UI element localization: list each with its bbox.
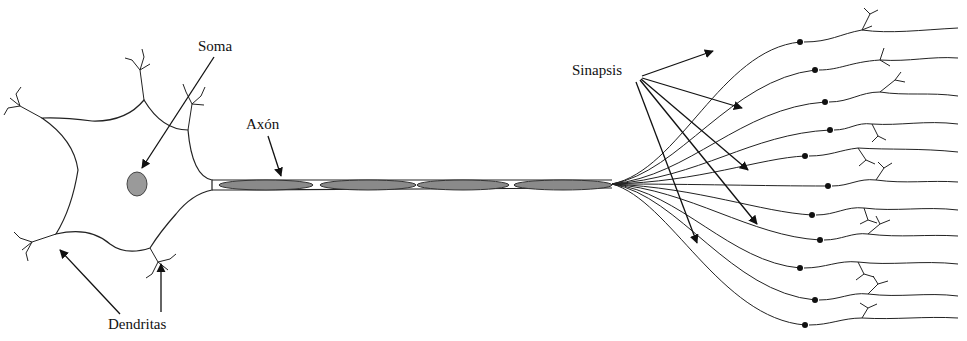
axon-terminals xyxy=(612,42,830,325)
target-dendrites xyxy=(804,8,958,325)
myelin-sheath xyxy=(219,180,612,190)
axon xyxy=(212,180,612,190)
leader-arrows xyxy=(60,51,757,314)
synaptic-boutons xyxy=(797,39,833,328)
nucleus xyxy=(127,172,147,196)
dendrite-twigs xyxy=(4,49,205,278)
part-label: Dendritas xyxy=(108,316,166,333)
part-label: Soma xyxy=(198,38,232,55)
part-label: Axón xyxy=(246,116,279,133)
part-label: Sinapsis xyxy=(572,62,622,79)
soma-outline xyxy=(42,100,212,251)
